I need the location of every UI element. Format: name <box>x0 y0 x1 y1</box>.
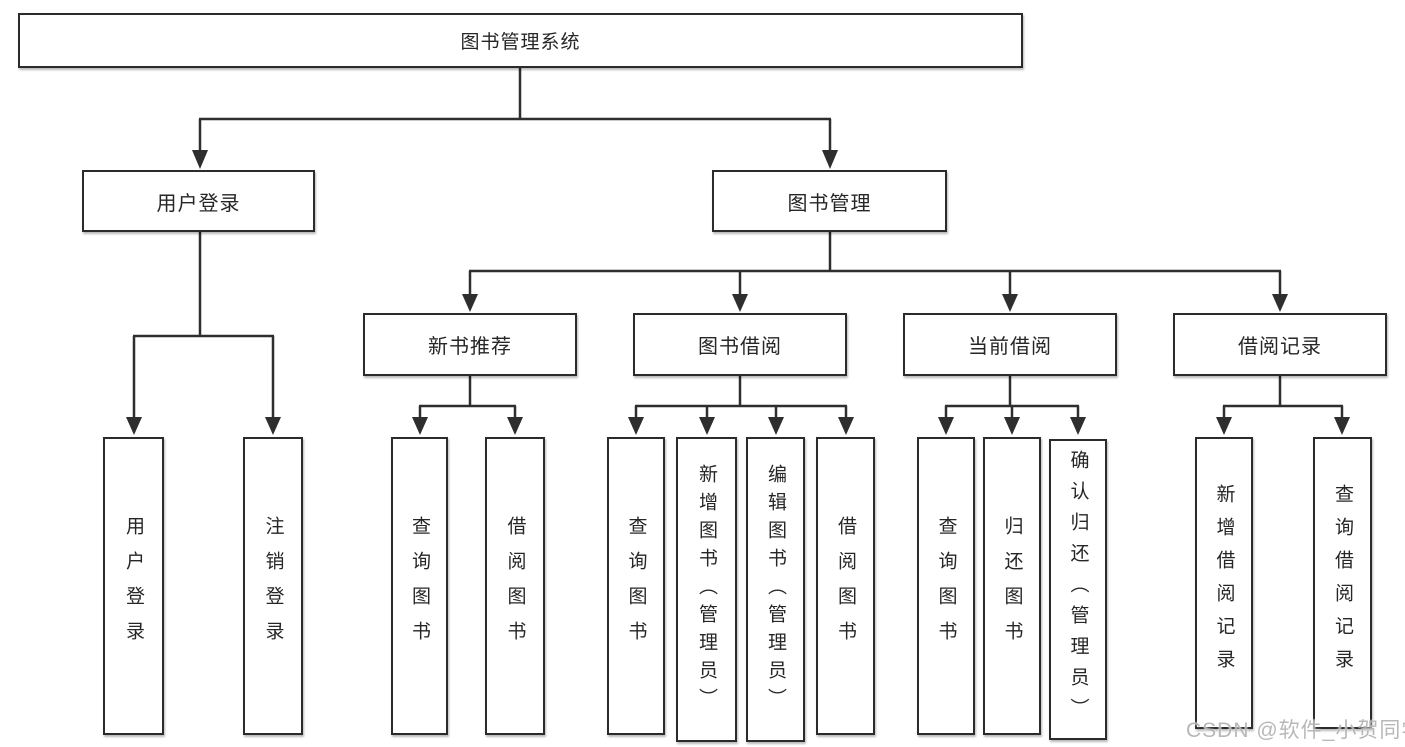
node-current-borrowing: 当前借阅 <box>903 313 1117 376</box>
leaf-confirm-return-admin: 确认归还（管理员） <box>1049 439 1107 740</box>
leaf-user-login-label: 用户登录 <box>123 516 144 656</box>
connector-userlogin-to-leaves <box>132 232 275 418</box>
node-book-management-label: 图书管理 <box>787 192 872 215</box>
node-current-borrowing-label: 当前借阅 <box>968 336 1052 358</box>
leaf-query-books-1: 查询图书 <box>391 437 448 735</box>
leaf-confirm-return-admin-label: 确认归还（管理员） <box>1067 450 1089 729</box>
leaf-borrow-books-1: 借阅图书 <box>485 437 545 735</box>
leaf-borrow-books-2: 借阅图书 <box>816 437 875 735</box>
node-user-login-label: 用户登录 <box>156 192 241 215</box>
leaf-add-book-admin: 新增图书（管理员） <box>676 437 737 742</box>
leaf-query-books-1-label: 查询图书 <box>409 516 430 656</box>
leaf-borrow-books-1-label: 借阅图书 <box>504 516 526 656</box>
leaf-query-borrow-record: 查询借阅记录 <box>1313 437 1372 729</box>
csdn-watermark: CSDN @软件_小贺同学 <box>1186 719 1405 742</box>
node-book-borrowing: 图书借阅 <box>633 313 847 376</box>
connector-newbookrec-to-leaves <box>418 376 517 418</box>
connector-root-to-level2 <box>198 67 832 151</box>
node-new-book-recommendation: 新书推荐 <box>363 313 577 376</box>
arrowheads-bookborrow-leaves <box>628 417 854 435</box>
arrowheads-currentborrow-leaves <box>938 417 1086 435</box>
node-user-login: 用户登录 <box>82 170 315 232</box>
leaf-logout-label: 注销登录 <box>262 516 284 656</box>
arrowheads-newbookrec-leaves <box>412 417 523 435</box>
leaf-borrow-books-2-label: 借阅图书 <box>835 516 856 656</box>
node-root: 图书管理系统 <box>18 13 1023 68</box>
node-root-label: 图书管理系统 <box>460 32 581 53</box>
leaf-return-book-label: 归还图书 <box>1001 516 1023 656</box>
node-borrowing-records: 借阅记录 <box>1173 313 1387 376</box>
leaf-query-books-2-label: 查询图书 <box>625 516 647 656</box>
leaf-add-borrow-record: 新增借阅记录 <box>1195 437 1253 729</box>
leaf-query-borrow-record-label: 查询借阅记录 <box>1332 484 1353 682</box>
connector-currentborrow-to-leaves <box>944 376 1080 418</box>
node-new-book-recommendation-label: 新书推荐 <box>428 336 512 358</box>
leaf-logout: 注销登录 <box>243 437 303 735</box>
arrowheads-level2 <box>192 150 838 169</box>
leaf-edit-book-admin-label: 编辑图书（管理员） <box>765 463 786 716</box>
connector-bookborrow-to-leaves <box>634 376 848 418</box>
arrowheads-level3 <box>462 294 1288 312</box>
leaf-edit-book-admin: 编辑图书（管理员） <box>746 437 805 742</box>
connector-bookmgmt-to-level3 <box>468 232 1282 295</box>
node-book-borrowing-label: 图书借阅 <box>698 336 782 358</box>
leaf-query-books-2: 查询图书 <box>607 437 665 735</box>
arrowheads-userlogin-leaves <box>126 417 281 435</box>
leaf-return-book: 归还图书 <box>983 437 1041 735</box>
arrowheads-borrowrecords-leaves <box>1216 417 1350 435</box>
leaf-add-borrow-record-label: 新增借阅记录 <box>1213 484 1235 682</box>
node-book-management: 图书管理 <box>712 170 947 232</box>
connector-borrowrecords-to-leaves <box>1222 376 1344 418</box>
leaf-query-books-3-label: 查询图书 <box>935 516 957 656</box>
leaf-query-books-3: 查询图书 <box>917 437 975 735</box>
leaf-user-login: 用户登录 <box>103 437 164 735</box>
leaf-add-book-admin-label: 新增图书（管理员） <box>696 463 717 716</box>
node-borrowing-records-label: 借阅记录 <box>1238 336 1322 358</box>
